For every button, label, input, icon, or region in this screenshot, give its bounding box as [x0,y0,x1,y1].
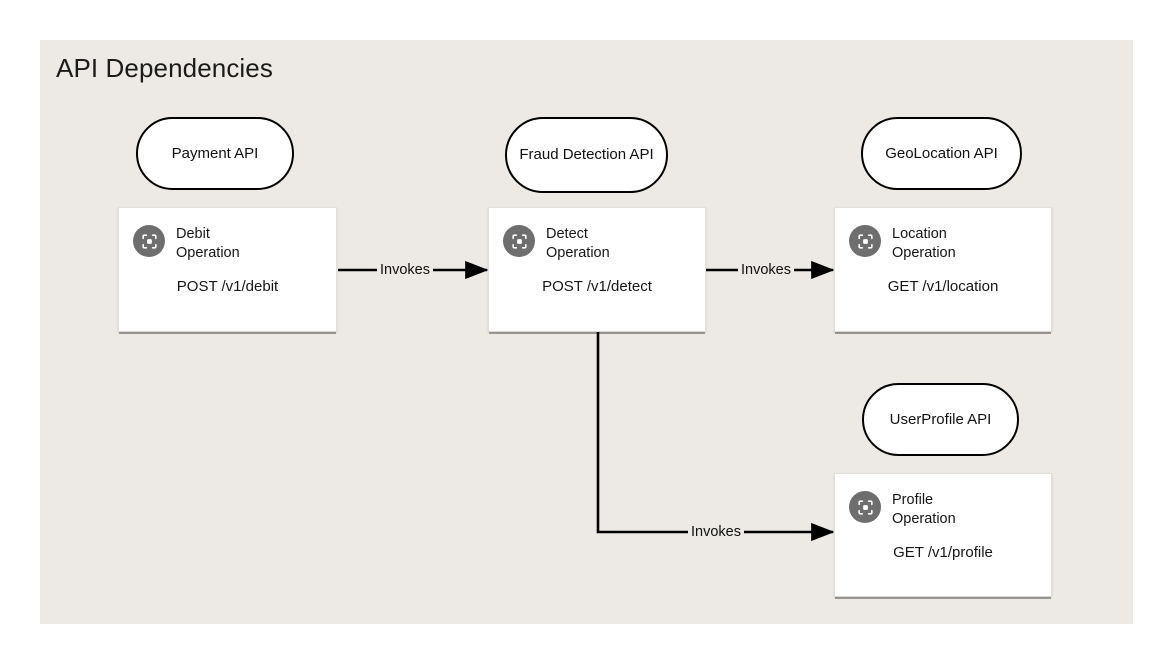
api-node-label-fraud: Fraud Detection API [519,146,654,164]
api-node-userprofile[interactable]: UserProfile API [862,383,1019,456]
page-title: API Dependencies [56,53,273,83]
operation-name-line1: Debit [176,226,210,242]
scan-focus-icon [133,225,165,257]
operation-path-profile: GET /v1/profile [893,544,993,562]
operation-path-debit: POST /v1/debit [176,278,279,296]
api-node-label-geolocation: GeoLocation API [885,144,998,162]
operation-name-line1: Location [892,226,947,242]
operation-name-line1: Detect [546,226,588,242]
api-node-geolocation[interactable]: GeoLocation API [861,117,1022,190]
operation-path-location: GET /v1/location [887,278,999,296]
api-node-label-payment: Payment API [171,144,259,162]
edge-label-payment-to-fraud: Invokes [377,263,433,278]
api-node-fraud[interactable]: Fraud Detection API [505,117,668,193]
operation-name-line1: Profile [892,492,934,508]
scan-focus-icon [849,225,881,257]
scan-focus-icon [503,225,535,257]
api-node-payment[interactable]: Payment API [136,117,294,190]
operation-name-line2: Operation [546,244,610,261]
edge-label-fraud-to-userprofile: Invokes [688,525,744,540]
operation-path-detect: POST /v1/detect [542,278,652,296]
operation-name-line2: Operation [892,244,956,261]
scan-focus-icon [849,491,881,523]
api-node-label-userprofile: UserProfile API [889,410,992,428]
operation-name-line2: Operation [892,510,956,527]
operation-name-line2: Operation [176,244,240,261]
edge-label-fraud-to-geolocation: Invokes [738,263,794,278]
